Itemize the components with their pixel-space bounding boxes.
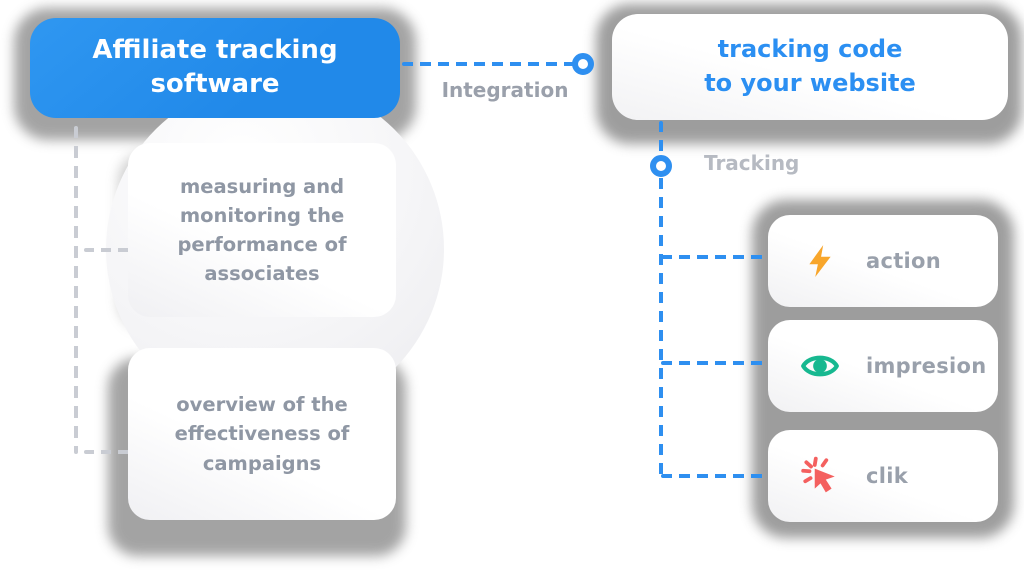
lightning-icon <box>800 241 840 281</box>
eye-icon <box>800 346 840 386</box>
integration-connector-line <box>402 62 584 66</box>
benefit-1-branch-line <box>84 248 130 252</box>
impression-branch-line <box>661 361 769 365</box>
affiliate-software-box: Affiliate tracking software <box>30 18 400 118</box>
tracking-code-box: tracking code to your website <box>612 14 1008 120</box>
benefit-card-text: overview of the effectiveness of campaig… <box>174 393 350 475</box>
event-card-action: action <box>768 215 998 307</box>
tracking-code-title: tracking code to your website <box>704 35 916 97</box>
benefit-card-measuring: measuring and monitoring the performance… <box>128 143 396 317</box>
tracking-connector-line <box>659 121 663 480</box>
cursor-click-icon <box>800 456 840 496</box>
benefit-card-text: measuring and monitoring the performance… <box>177 174 347 286</box>
event-card-impression: impresion <box>768 320 998 412</box>
event-card-label: impresion <box>866 354 987 378</box>
tracking-node <box>650 155 672 177</box>
benefits-connector-line <box>74 126 78 454</box>
tracking-label: Tracking <box>704 151 800 175</box>
integration-node <box>572 53 594 75</box>
integration-label: Integration <box>441 78 569 102</box>
action-branch-line <box>661 255 769 259</box>
affiliate-software-title: Affiliate tracking software <box>92 35 338 99</box>
event-card-label: action <box>866 249 942 273</box>
event-card-click: clik <box>768 430 998 522</box>
event-card-label: clik <box>866 464 909 488</box>
click-branch-line <box>661 474 769 478</box>
benefit-2-branch-line <box>84 450 130 454</box>
benefit-card-overview: overview of the effectiveness of campaig… <box>128 348 396 520</box>
